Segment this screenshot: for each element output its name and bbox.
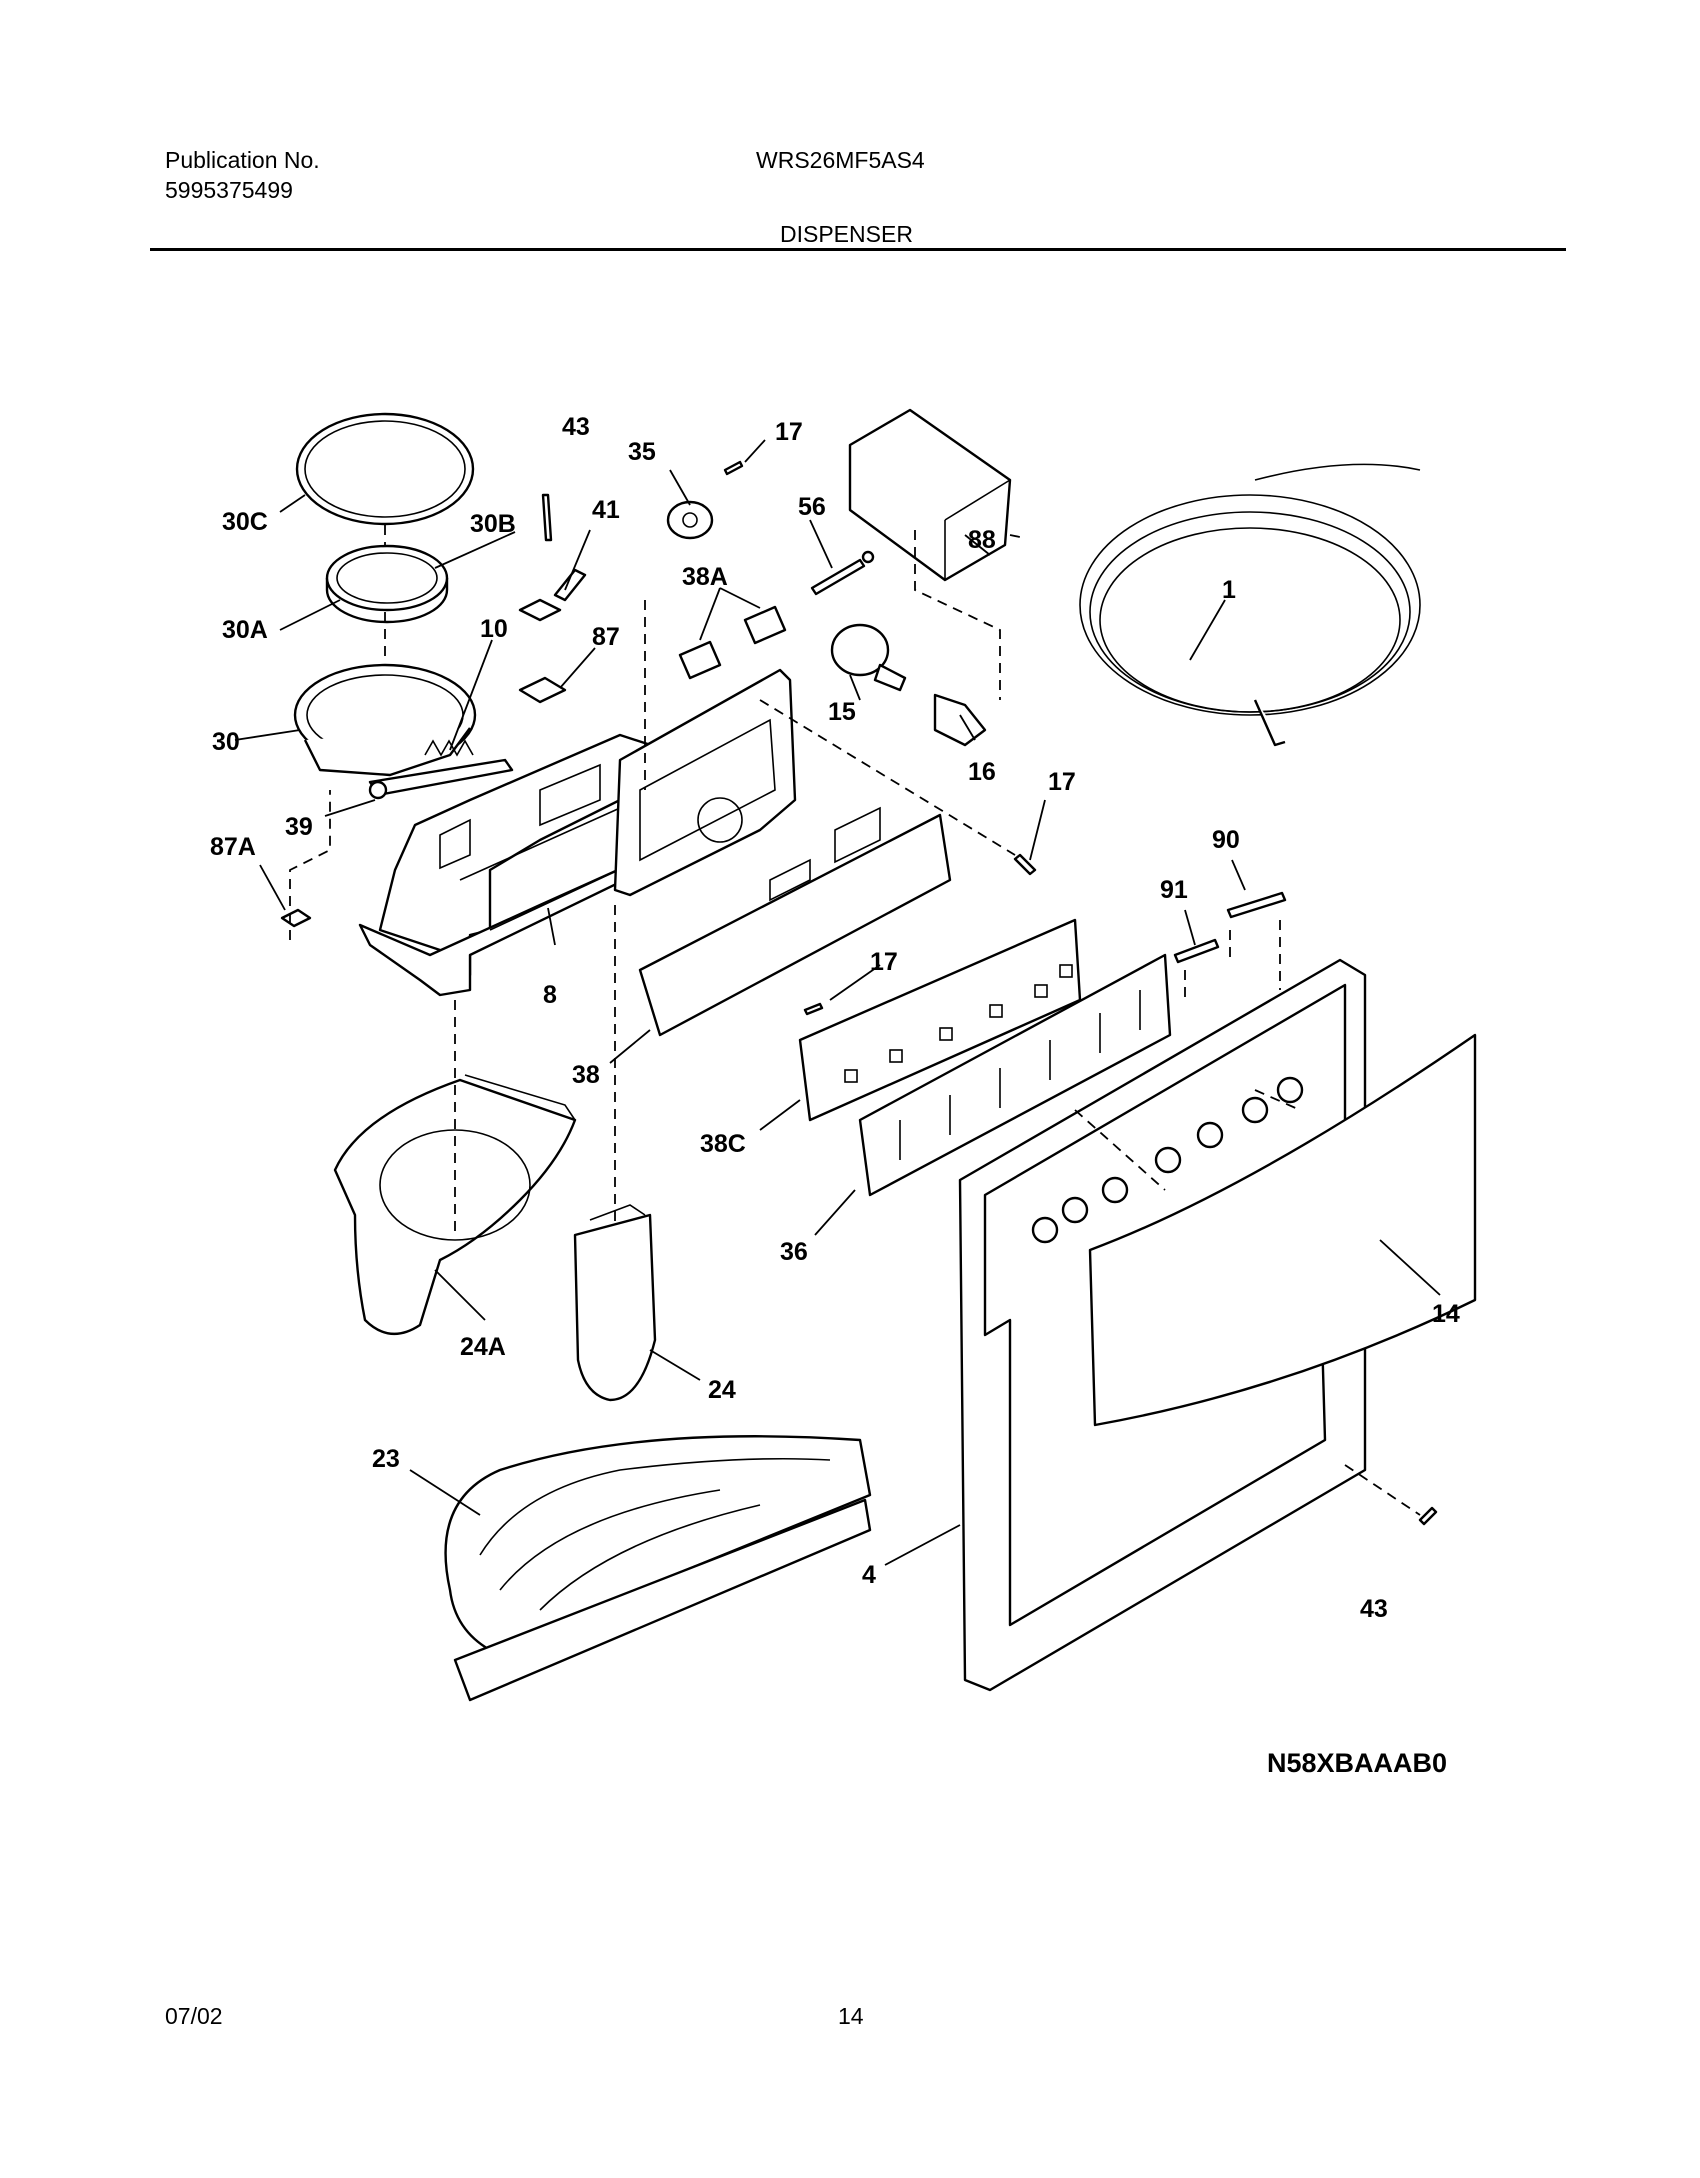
callout-16: 16 xyxy=(968,758,996,786)
callout-30: 30 xyxy=(212,728,240,756)
callout-35: 35 xyxy=(628,438,656,466)
callout-17-mid: 17 xyxy=(1048,768,1076,796)
part-16-light-socket xyxy=(933,693,987,747)
part-30a-30b-ring xyxy=(325,544,449,624)
callout-14: 14 xyxy=(1432,1300,1460,1328)
callout-36: 36 xyxy=(780,1238,808,1266)
part-14-overlay xyxy=(1088,1033,1477,1427)
callout-87a: 87A xyxy=(210,833,256,861)
callout-4: 4 xyxy=(862,1561,876,1589)
callout-39: 39 xyxy=(285,813,313,841)
callout-90: 90 xyxy=(1212,826,1240,854)
part-38a-switches xyxy=(678,605,787,680)
callout-56: 56 xyxy=(798,493,826,521)
callout-30b: 30B xyxy=(470,510,516,538)
part-35-valve xyxy=(666,500,714,540)
part-38-control-board xyxy=(638,806,952,1037)
part-24-door-flap xyxy=(573,1204,657,1402)
callout-24a: 24A xyxy=(460,1333,506,1361)
callout-labels: 43 17 35 56 30C 30B 41 88 38A 1 30A 10 8… xyxy=(210,413,1460,1623)
model-number: WRS26MF5AS4 xyxy=(756,147,925,173)
leader-lines xyxy=(234,439,1441,1566)
part-screws xyxy=(541,460,1438,1526)
callout-30a: 30A xyxy=(222,616,268,644)
part-23-drip-tray xyxy=(444,1435,872,1702)
callout-43-top: 43 xyxy=(562,413,590,441)
callout-41: 41 xyxy=(592,496,620,524)
callout-43-bottom: 43 xyxy=(1360,1595,1388,1623)
drawing-code: N58XBAAAB0 xyxy=(1267,1748,1447,1778)
callout-24: 24 xyxy=(708,1376,736,1404)
part-8-dispenser-housing xyxy=(358,733,662,997)
callout-91: 91 xyxy=(1160,876,1188,904)
part-56-screw xyxy=(810,550,875,596)
section-title: DISPENSER xyxy=(780,221,913,247)
part-30c-gasket xyxy=(295,412,475,526)
part-41-bracket xyxy=(518,568,587,622)
publication-number: 5995375499 xyxy=(165,177,293,203)
part-88-module xyxy=(848,408,1012,582)
callout-10: 10 xyxy=(480,615,508,643)
part-1-tubing-coil xyxy=(1079,463,1421,747)
callout-1: 1 xyxy=(1222,576,1236,604)
assembly-dashed-lines xyxy=(289,530,1421,1516)
part-87a-clip xyxy=(280,908,312,928)
footer-date: 07/02 xyxy=(165,2003,223,2029)
part-36-actuator-bar xyxy=(858,953,1172,1197)
callout-17-top: 17 xyxy=(775,418,803,446)
callout-38c: 38C xyxy=(700,1130,746,1158)
callout-88: 88 xyxy=(968,526,996,554)
part-30-ice-door-housing xyxy=(293,663,514,800)
callout-15: 15 xyxy=(828,698,856,726)
callout-30c: 30C xyxy=(222,508,268,536)
publication-label: Publication No. xyxy=(165,147,320,173)
callout-23: 23 xyxy=(372,1445,400,1473)
part-15-light-bulb xyxy=(830,623,907,692)
page-number: 14 xyxy=(838,2003,864,2029)
part-87-clip xyxy=(518,676,567,704)
header-rule xyxy=(150,248,1566,251)
callout-38a: 38A xyxy=(682,563,728,591)
callout-87: 87 xyxy=(592,623,620,651)
part-bracket-frame xyxy=(613,668,797,897)
callout-8: 8 xyxy=(543,981,557,1009)
callout-17-low: 17 xyxy=(870,948,898,976)
callout-38: 38 xyxy=(572,1061,600,1089)
